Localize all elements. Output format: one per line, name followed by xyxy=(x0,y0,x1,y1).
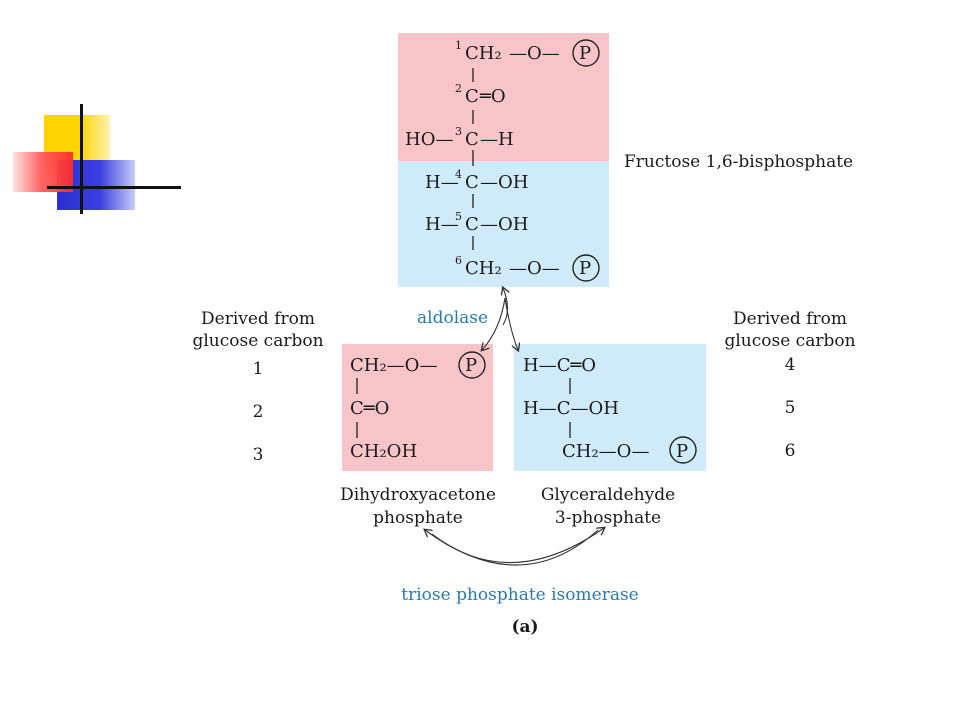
fbp-c5-right: —OH xyxy=(480,214,529,235)
fbp-phosphate-circle-1 xyxy=(572,39,600,67)
gap-phosphate-circle xyxy=(669,436,697,464)
gap-row-1: H—C═O xyxy=(523,355,597,376)
fbp-p-label-1: P xyxy=(579,43,592,64)
dhap-p-label: P xyxy=(465,355,478,376)
right-note-num-6: 6 xyxy=(784,441,796,461)
dhap-name-line1: Dihydroxyacetone xyxy=(340,485,496,505)
logo-vertical-line xyxy=(80,104,83,214)
gap-name-line1: Glyceraldehyde xyxy=(540,485,676,505)
left-note-num-2: 2 xyxy=(252,402,264,422)
gap-row-2: H—C—OH xyxy=(523,398,619,419)
carbon-number-1: 1 xyxy=(455,39,462,52)
gap-name-line2: 3-phosphate xyxy=(554,508,662,528)
fbp-top-half-box xyxy=(398,33,609,161)
dhap-phosphate-circle xyxy=(458,351,486,379)
carbon-number-4: 4 xyxy=(455,168,462,181)
right-note-line1: Derived from xyxy=(733,309,847,329)
isomerase-arrow-to-gap xyxy=(431,528,604,564)
dhap-name-line2: phosphate xyxy=(373,508,463,528)
fbp-c6-ch2: CH₂ xyxy=(465,258,502,279)
dhap-row-1: CH₂—O— xyxy=(350,355,438,376)
fbp-c5-c: C xyxy=(465,214,479,235)
fbp-c3-left: HO— xyxy=(405,129,454,150)
carbon-number-6: 6 xyxy=(455,254,462,267)
logo-red-square xyxy=(13,152,73,192)
isomerase-label: triose phosphate isomerase xyxy=(401,585,639,605)
dhap-row-3: CH₂OH xyxy=(350,441,418,462)
fbp-c2-right: ═O xyxy=(480,86,506,107)
carbon-number-5: 5 xyxy=(455,210,462,223)
fbp-c4-c: C xyxy=(465,172,479,193)
aldolase-label: aldolase xyxy=(417,308,489,328)
left-note-num-3: 3 xyxy=(252,445,264,465)
fbp-phosphate-circle-6 xyxy=(572,254,600,282)
gap-p-label: P xyxy=(676,441,689,462)
aldolase-arrow-up xyxy=(503,288,508,326)
fbp-c1-ch2: CH₂ xyxy=(465,43,502,64)
left-note-line2: glucose carbon xyxy=(192,331,324,351)
fbp-c3-right: —H xyxy=(480,129,514,150)
fbp-c2-c: C xyxy=(465,86,479,107)
fbp-c4-left: H— xyxy=(425,172,459,193)
right-note-num-4: 4 xyxy=(784,355,796,375)
aldolase-arrow-left xyxy=(482,297,506,350)
fbp-c6-right: —O— xyxy=(509,258,560,279)
fbp-c4-right: —OH xyxy=(480,172,529,193)
right-note-line2: glucose carbon xyxy=(724,331,856,351)
fbp-c5-left: H— xyxy=(425,214,459,235)
carbon-number-2: 2 xyxy=(455,82,462,95)
right-note-num-5: 5 xyxy=(784,398,796,418)
gap-box xyxy=(514,344,706,471)
logo-horizontal-line xyxy=(47,186,181,189)
aldolase-arrow-right xyxy=(504,297,518,350)
fbp-p-label-6: P xyxy=(579,258,592,279)
dhap-row-2: C═O xyxy=(350,398,390,419)
panel-label: (a) xyxy=(511,617,539,637)
fbp-c3-c: C xyxy=(465,129,479,150)
dhap-box xyxy=(342,344,493,471)
carbon-number-3: 3 xyxy=(455,125,462,138)
gap-row-3: CH₂—O— xyxy=(562,441,650,462)
fbp-c1-right: —O— xyxy=(509,43,560,64)
left-note-line1: Derived from xyxy=(201,309,315,329)
fbp-name: Fructose 1,6-bisphosphate xyxy=(624,152,854,172)
left-note-num-1: 1 xyxy=(252,359,264,379)
